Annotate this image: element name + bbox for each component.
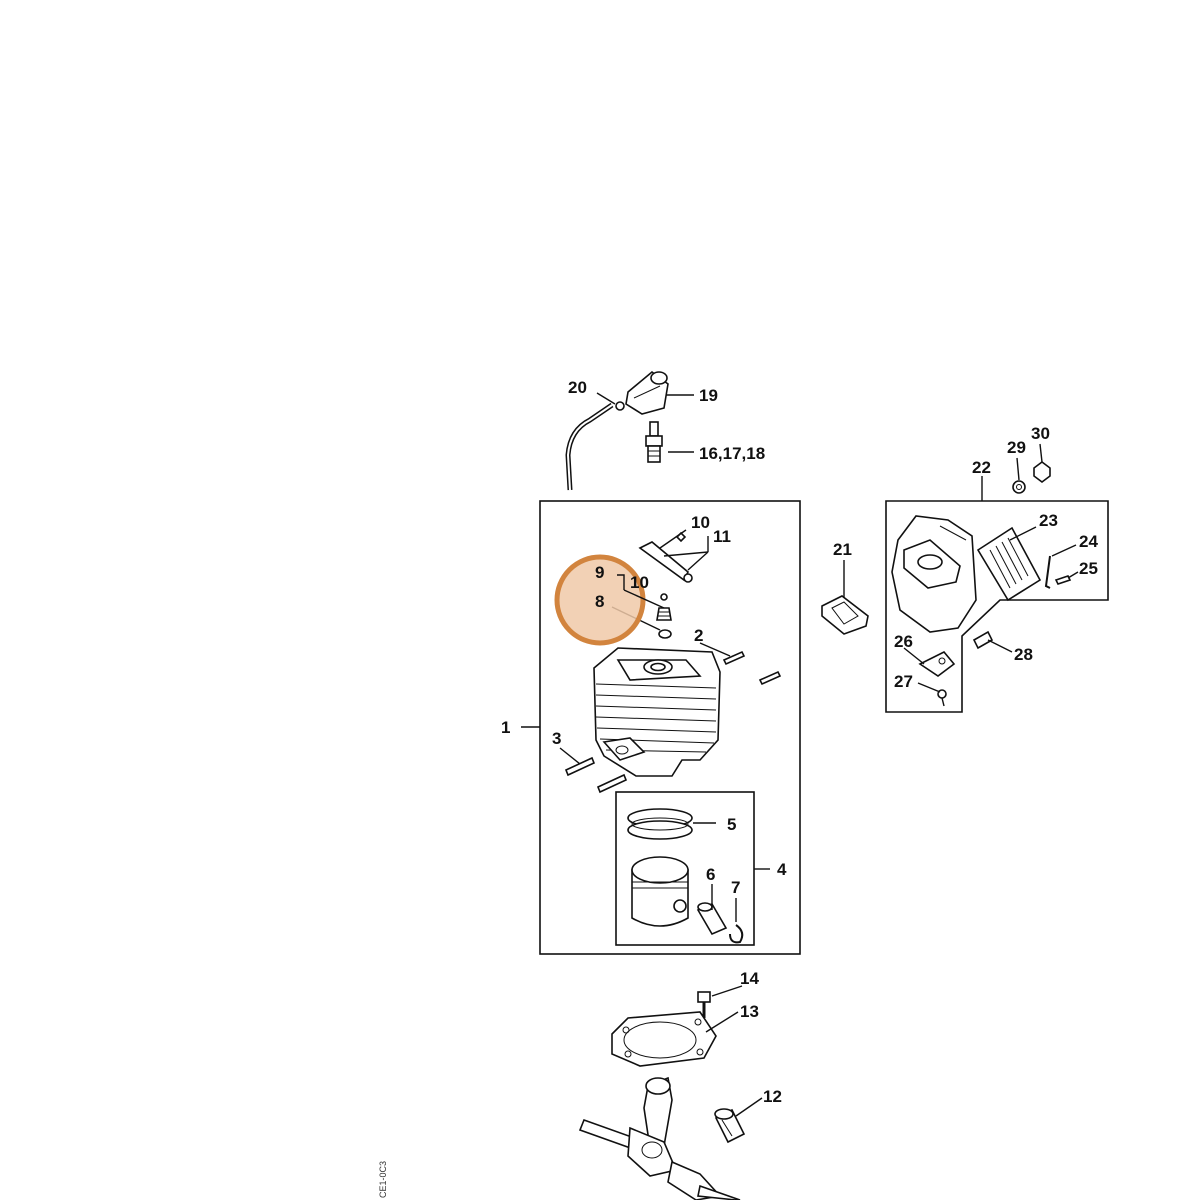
needle-bearing xyxy=(714,1108,746,1144)
cylinder-gasket xyxy=(611,1011,717,1067)
callout-26[interactable]: 26 xyxy=(894,632,913,651)
callout-22[interactable]: 22 xyxy=(972,458,991,477)
plug-cap xyxy=(625,370,669,415)
callout-10-top[interactable]: 10 xyxy=(691,513,710,532)
callout-25[interactable]: 25 xyxy=(1079,559,1098,578)
callout-10-mid[interactable]: 10 xyxy=(630,573,649,592)
callout-6[interactable]: 6 xyxy=(706,865,715,884)
crankshaft xyxy=(578,1076,741,1200)
muffler-frame xyxy=(885,500,1109,713)
muffler xyxy=(891,515,977,633)
screw-25 xyxy=(1054,575,1072,585)
piston-rings xyxy=(627,808,693,840)
leader-9b xyxy=(623,589,665,609)
nut-29 xyxy=(1012,480,1026,494)
callout-28[interactable]: 28 xyxy=(1014,645,1033,664)
screw-28 xyxy=(972,630,994,650)
callout-4[interactable]: 4 xyxy=(777,860,787,879)
callout-23[interactable]: 23 xyxy=(1039,511,1058,530)
callout-1[interactable]: 1 xyxy=(501,718,510,737)
callout-13[interactable]: 13 xyxy=(740,1002,759,1021)
drawing-code: CE1-0C3 xyxy=(378,1161,388,1198)
callout-7[interactable]: 7 xyxy=(731,878,740,897)
piston xyxy=(631,856,689,927)
circlip xyxy=(729,924,744,944)
spark-arrestor-screen xyxy=(976,526,1042,602)
callout-11[interactable]: 11 xyxy=(713,527,731,546)
ignition-lead xyxy=(565,402,614,491)
bracket-26 xyxy=(918,651,956,677)
callout-14[interactable]: 14 xyxy=(740,969,759,988)
callout-29[interactable]: 29 xyxy=(1007,438,1026,457)
spark-plug xyxy=(645,421,663,463)
callout-5[interactable]: 5 xyxy=(727,815,736,834)
highlight-marker[interactable] xyxy=(554,554,646,646)
leader-9 xyxy=(617,574,625,590)
callout-16-17-18[interactable]: 16,17,18 xyxy=(699,444,765,463)
callout-21[interactable]: 21 xyxy=(833,540,852,559)
piston-pin xyxy=(696,902,728,936)
callout-24[interactable]: 24 xyxy=(1079,532,1098,551)
exhaust-gasket xyxy=(821,595,869,635)
callout-30[interactable]: 30 xyxy=(1031,424,1050,443)
callout-labels: 20 19 16,17,18 10 11 9 10 8 2 1 3 5 4 6 … xyxy=(501,378,1098,1106)
stud-3 xyxy=(564,756,628,794)
stud-2 xyxy=(722,650,782,686)
callout-20[interactable]: 20 xyxy=(568,378,587,397)
cylinder xyxy=(593,647,721,777)
callout-8[interactable]: 8 xyxy=(595,592,604,611)
callout-27[interactable]: 27 xyxy=(894,672,913,691)
screw-14 xyxy=(697,991,711,1018)
callout-12[interactable]: 12 xyxy=(763,1087,782,1106)
callout-3[interactable]: 3 xyxy=(552,729,561,748)
callout-2[interactable]: 2 xyxy=(694,626,703,645)
callout-19[interactable]: 19 xyxy=(699,386,718,405)
callout-9[interactable]: 9 xyxy=(595,563,604,582)
nut-30 xyxy=(1033,461,1051,483)
spring-nipple xyxy=(615,401,625,411)
leader-lines xyxy=(521,392,1079,1117)
decomp-valve xyxy=(656,593,672,639)
screen-clip xyxy=(1044,555,1051,589)
